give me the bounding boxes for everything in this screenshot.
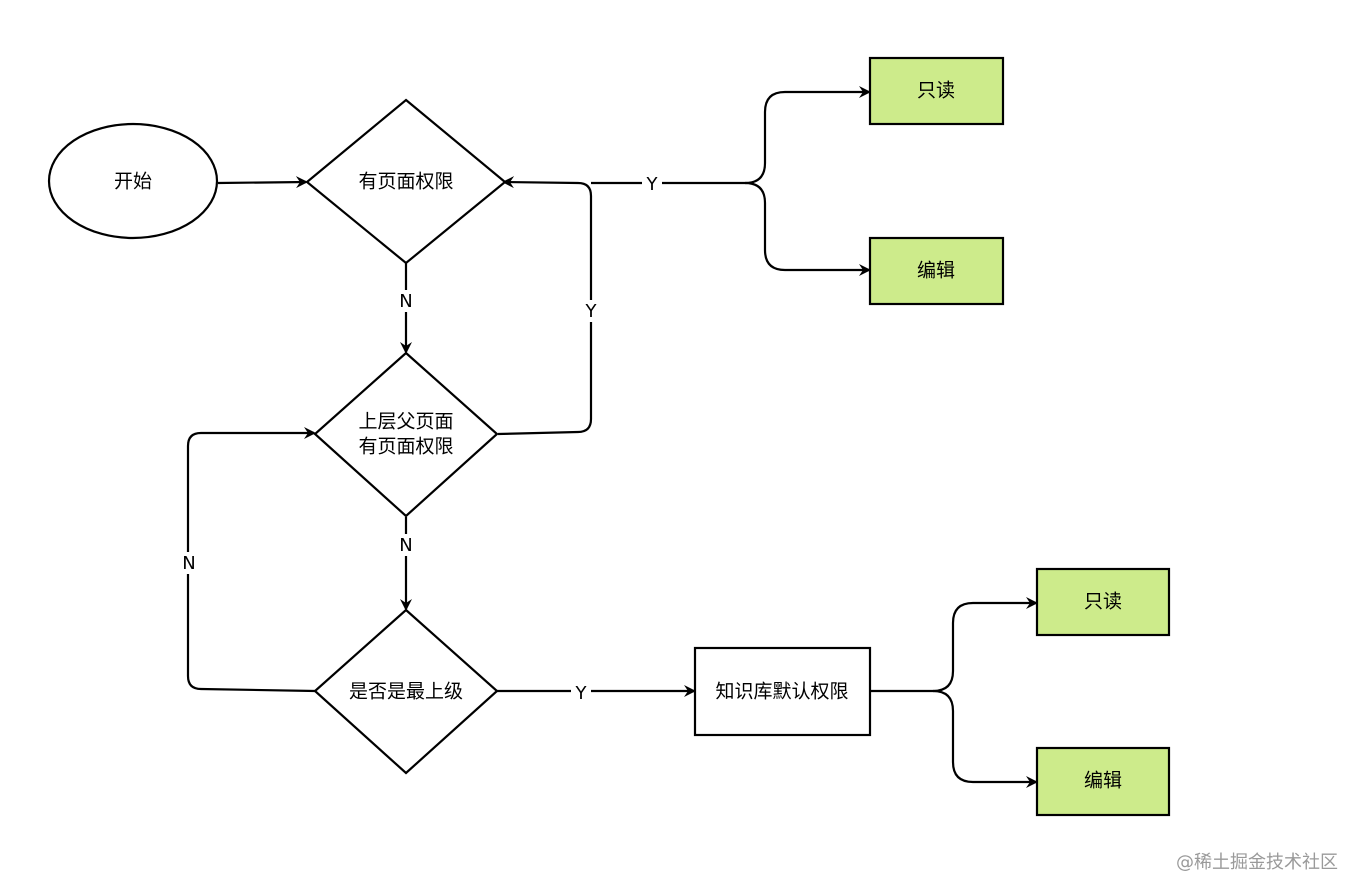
edge-label-yes-parent-up: Y <box>585 301 598 322</box>
result-edit-bottom <box>1035 746 1171 817</box>
result-edit-top-label: 编辑 <box>917 260 955 282</box>
edge-top-level-no-loop <box>186 427 316 693</box>
edge-label-yes-top-right: Y <box>646 174 659 195</box>
edge-parent-yes-up <box>497 176 593 436</box>
start-node-label: 开始 <box>114 171 152 193</box>
edge-label-yes-to-kb: Y <box>575 683 588 704</box>
edge-kb-default-readonly <box>870 597 1038 693</box>
edge-label-no-loop-left: N <box>182 553 195 574</box>
process-kb-default-label: 知识库默认权限 <box>715 681 848 703</box>
edge-page-permission-yes-readonly <box>591 86 871 185</box>
result-readonly-top <box>868 56 1005 126</box>
decision-parent-permission-label-line1: 上层父页面 <box>358 411 453 433</box>
decision-page-permission-label: 有页面权限 <box>358 171 453 193</box>
result-readonly-bottom-label: 只读 <box>1084 591 1122 613</box>
edge-label-no-parent-down: N <box>399 535 412 556</box>
decision-top-level <box>313 608 499 775</box>
process-kb-default <box>693 646 872 737</box>
decision-top-level-label: 是否是最上级 <box>349 681 463 703</box>
decision-parent-permission-label-line2: 有页面权限 <box>358 436 453 458</box>
decision-page-permission <box>305 98 507 265</box>
watermark-text: @稀土掘金技术社区 <box>1176 852 1338 873</box>
result-readonly-bottom <box>1035 567 1171 637</box>
edge-kb-default-edit <box>932 689 1038 788</box>
result-readonly-top-label: 只读 <box>917 80 955 102</box>
edge-start-to-page-permission <box>217 176 308 189</box>
result-edit-top <box>868 236 1005 306</box>
decision-parent-permission <box>313 351 499 518</box>
result-edit-bottom-label: 编辑 <box>1084 770 1122 792</box>
edge-label-no-page-down: N <box>399 291 412 312</box>
start-node <box>47 122 219 240</box>
edge-page-permission-yes-edit <box>744 181 871 276</box>
